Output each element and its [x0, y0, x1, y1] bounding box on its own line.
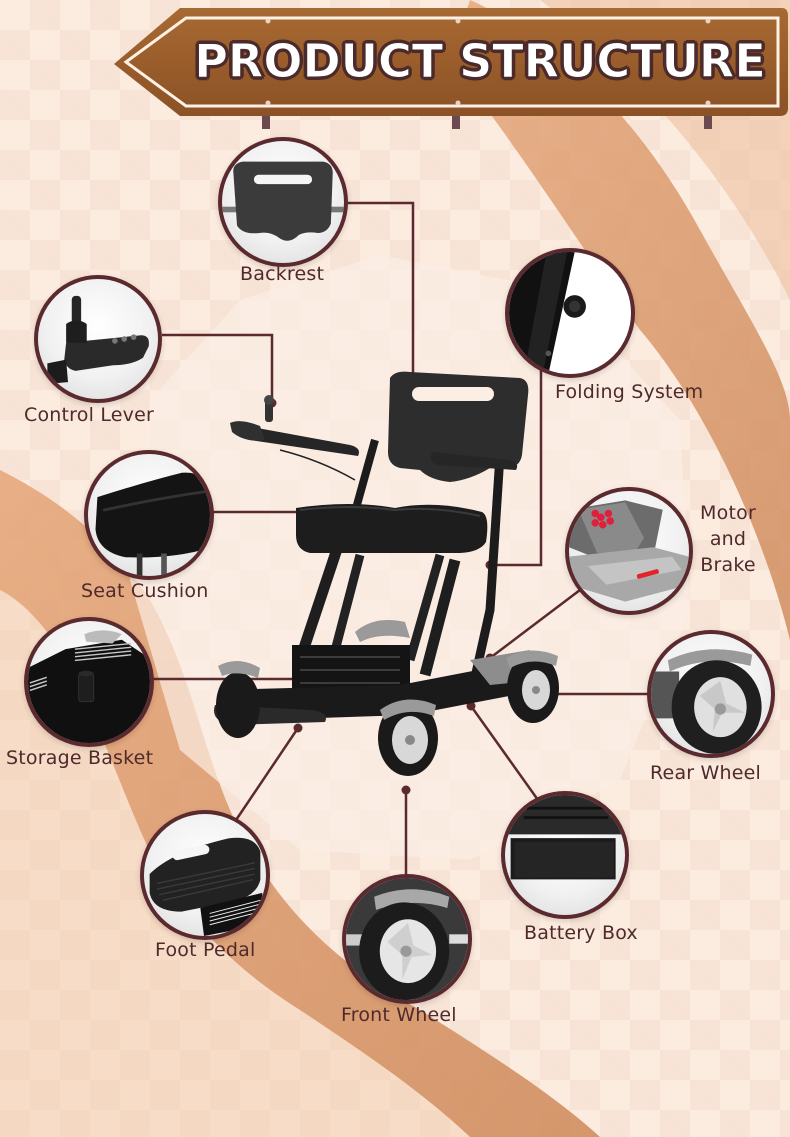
foot-pedal-icon — [149, 837, 263, 936]
callout-rear-wheel — [647, 630, 775, 758]
label-battery-box: Battery Box — [524, 922, 638, 944]
wheelchair-image — [214, 371, 559, 776]
callout-front-wheel — [342, 874, 472, 1004]
rear-wheel-icon — [651, 649, 762, 754]
callout-storage-basket — [24, 617, 154, 747]
callout-motor-brake — [565, 487, 693, 615]
backrest-icon — [222, 161, 344, 241]
label-motor-line-1: Motor — [700, 502, 756, 524]
title-signboard — [110, 4, 790, 129]
page-title: PRODUCT STRUCTURE — [194, 34, 767, 89]
front-wheel-icon — [346, 878, 468, 1000]
motor-brake-icon — [569, 500, 689, 602]
joystick-icon — [47, 295, 149, 384]
label-motor-line-2: and — [709, 528, 747, 550]
folding-knob-icon — [509, 252, 586, 374]
callout-backrest — [218, 137, 348, 267]
callout-foot-pedal — [140, 810, 270, 940]
callout-battery-box — [501, 791, 629, 919]
callout-seat-cushion — [84, 450, 214, 580]
label-motor-brake: Motor and Brake — [690, 500, 766, 578]
label-seat-cushion: Seat Cushion — [81, 580, 209, 602]
callout-control-lever — [34, 275, 162, 403]
seat-cushion-icon — [95, 472, 210, 576]
label-foot-pedal: Foot Pedal — [155, 939, 256, 961]
battery-box-icon — [505, 795, 625, 880]
wheelchair-icon — [214, 371, 559, 776]
label-storage-basket: Storage Basket — [6, 747, 154, 769]
label-control-lever: Control Lever — [24, 404, 155, 426]
callout-folding-system — [505, 248, 635, 378]
label-folding-system: Folding System — [555, 381, 704, 403]
label-front-wheel: Front Wheel — [341, 1004, 457, 1026]
label-rear-wheel: Rear Wheel — [650, 762, 762, 784]
basket-icon — [28, 630, 150, 743]
left-arrow-signboard-icon — [114, 8, 788, 129]
label-motor-line-3: Brake — [700, 554, 756, 576]
label-backrest: Backrest — [240, 263, 325, 285]
